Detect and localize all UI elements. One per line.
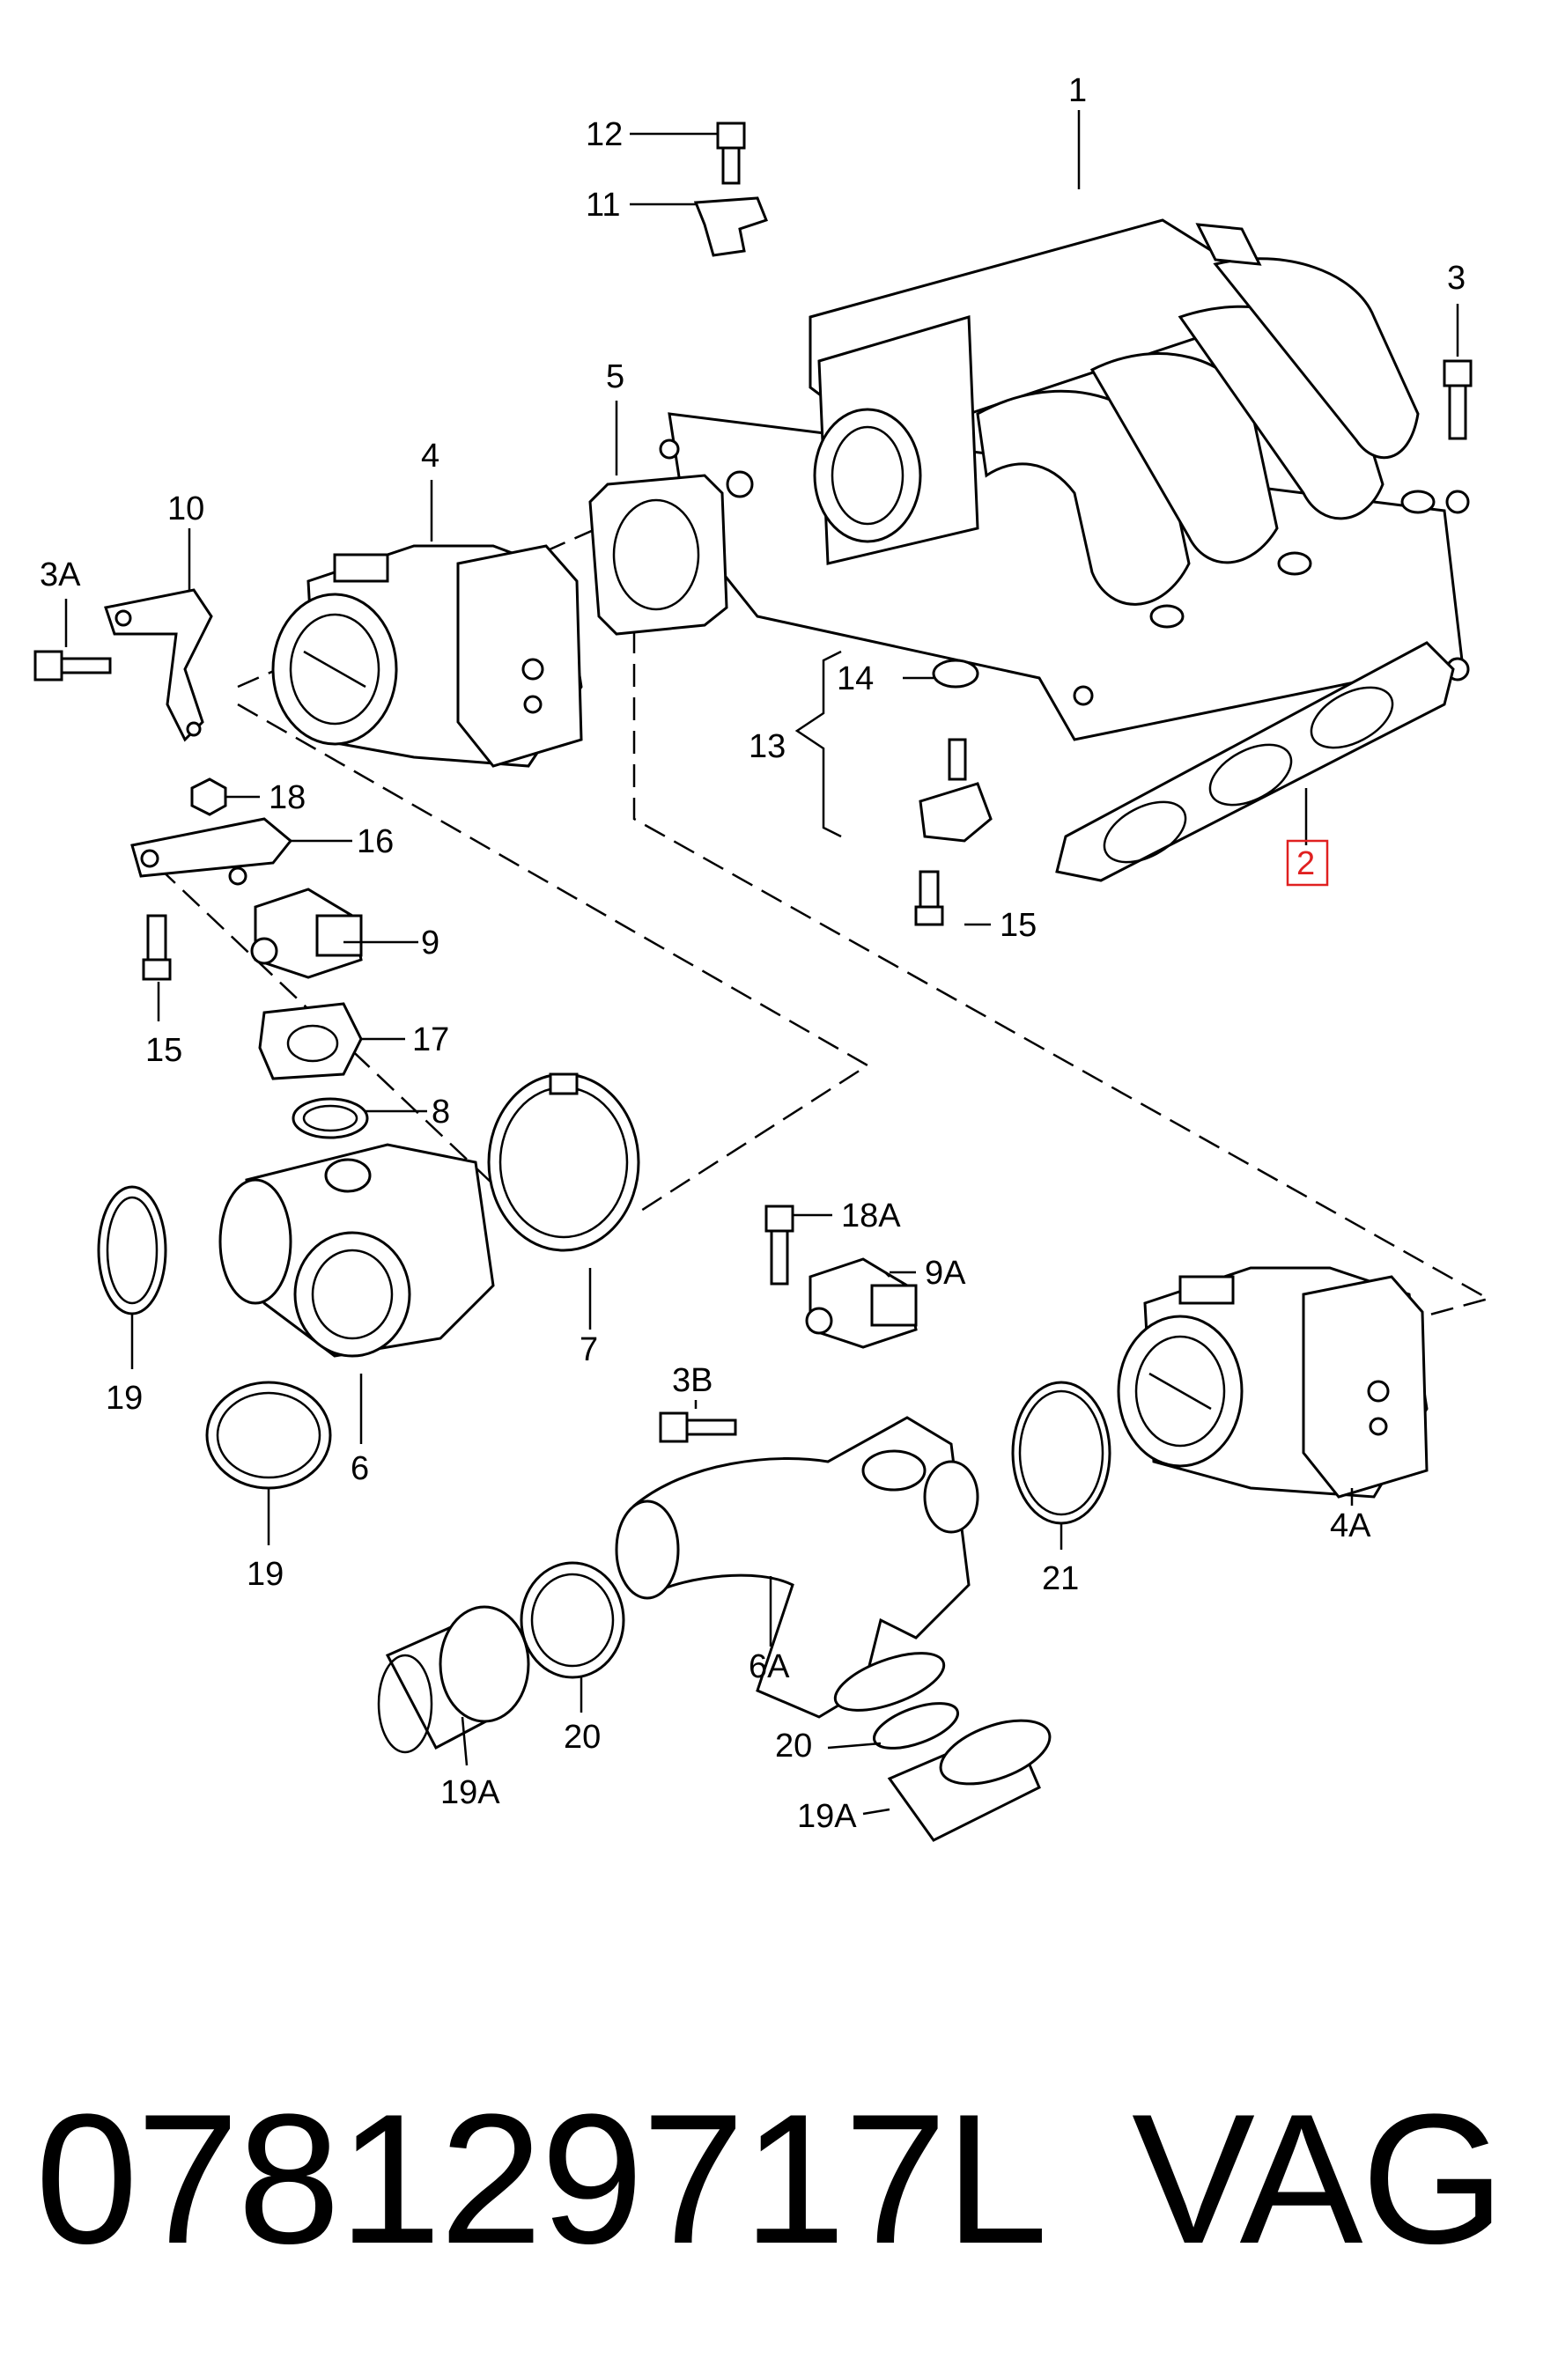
callout-2: 2 <box>1296 845 1315 882</box>
callout-21: 21 <box>1042 1560 1079 1597</box>
callout-19A-left: 19A <box>440 1774 500 1811</box>
part-20-clamp-upper <box>520 1561 625 1679</box>
callout-3A: 3A <box>40 556 81 593</box>
callout-12: 12 <box>586 116 623 153</box>
part-12-bolt <box>716 122 746 185</box>
callout-6A: 6A <box>749 1648 790 1685</box>
part-16-bracket <box>130 817 293 886</box>
part-20-clamp-lower <box>873 1702 959 1750</box>
part-19-clamp-left <box>97 1185 167 1315</box>
part-3-bolt <box>1443 359 1473 440</box>
callout-20-upper: 20 <box>775 1728 812 1765</box>
callout-15-right: 15 <box>1000 907 1037 944</box>
callout-13: 13 <box>749 728 786 765</box>
part-3A-bolt <box>33 650 112 682</box>
callout-16: 16 <box>357 823 394 860</box>
part-15-bolt <box>142 914 172 981</box>
part-6-adapter-pipe <box>218 1143 495 1358</box>
part-13-sensor-assembly <box>914 659 993 926</box>
callout-8: 8 <box>432 1094 450 1131</box>
part-9A-sensor <box>805 1257 918 1349</box>
callout-3: 3 <box>1447 260 1466 297</box>
part-1-intake-manifold <box>659 218 1470 741</box>
callout-18: 18 <box>269 779 306 816</box>
part-19-clamp-bottom <box>205 1381 332 1490</box>
callout-7: 7 <box>580 1331 598 1368</box>
part-10-bracket <box>104 588 213 742</box>
part-2-manifold-gasket <box>1055 641 1455 882</box>
callout-14: 14 <box>837 660 874 697</box>
part-7-hose-clamp <box>487 1072 640 1252</box>
callout-17: 17 <box>412 1021 449 1058</box>
callout-11: 11 <box>586 187 620 224</box>
part-19A-filter-left <box>377 1605 530 1754</box>
callout-labels: 1 2 3 3A 3B 4 4A 5 6 6A 7 8 9 9A 10 11 1… <box>40 72 1466 1835</box>
callout-1: 1 <box>1068 72 1087 109</box>
callout-4A: 4A <box>1330 1507 1371 1544</box>
part-3B-bolt <box>659 1411 737 1443</box>
part-4-throttle-body <box>271 544 583 768</box>
callout-19A-right: 19A <box>797 1798 857 1835</box>
part-18A-bolt <box>764 1205 794 1286</box>
part-9-sensor <box>250 888 363 979</box>
callout-15-left: 15 <box>145 1032 182 1069</box>
callout-19-bottom: 19 <box>247 1556 284 1593</box>
part-number: 078129717L <box>35 2075 1048 2282</box>
callout-4: 4 <box>421 438 439 475</box>
callout-3B: 3B <box>672 1362 713 1399</box>
callout-5: 5 <box>606 358 624 395</box>
brand-name: VAG <box>1132 2075 1505 2282</box>
part-17-flange <box>258 1002 363 1080</box>
part-11-bracket <box>693 196 768 257</box>
callout-9: 9 <box>421 925 439 962</box>
part-21-o-ring <box>1011 1381 1111 1525</box>
callout-20-lower: 20 <box>564 1719 601 1756</box>
callout-9A: 9A <box>925 1255 966 1292</box>
callout-19-left: 19 <box>106 1380 143 1417</box>
part-18-nut <box>190 777 227 816</box>
part-5-gasket <box>588 474 728 636</box>
callout-18A: 18A <box>841 1197 901 1234</box>
part-8-clamp <box>292 1097 369 1139</box>
part-6A-bent-pipe <box>615 1416 979 1719</box>
part-4A-throttle-body <box>1117 1266 1429 1499</box>
callout-10: 10 <box>167 490 204 527</box>
leader-lines <box>64 110 1459 1816</box>
part-19A-filter-right <box>887 1719 1052 1842</box>
callout-2-highlight-box <box>1286 839 1329 887</box>
callout-6: 6 <box>351 1450 369 1487</box>
